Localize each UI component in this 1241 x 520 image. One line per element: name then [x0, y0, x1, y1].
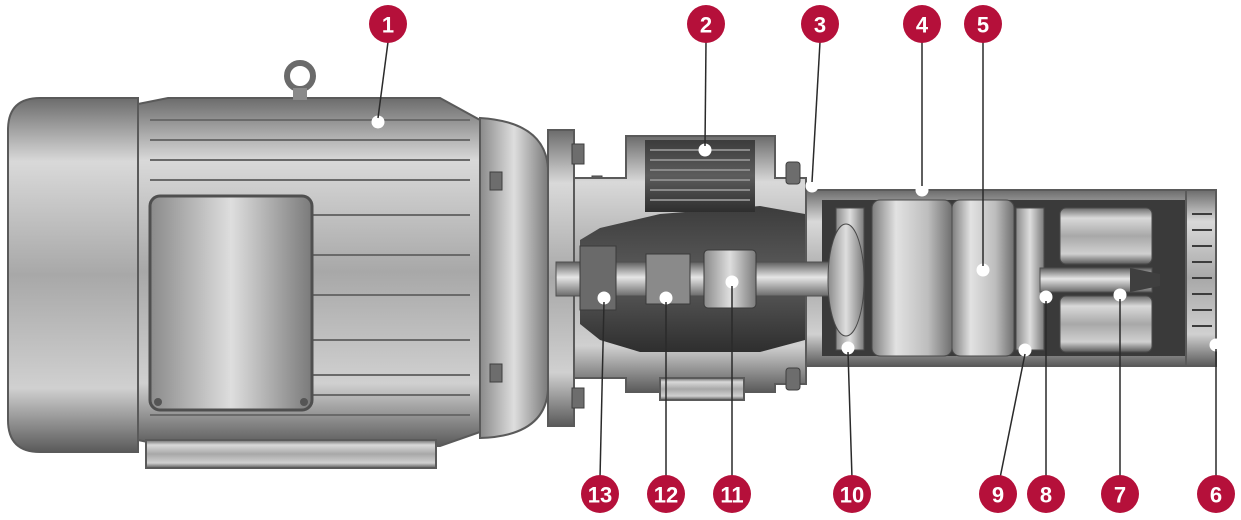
callout-13: 13: [581, 475, 619, 513]
callout-4-label: 4: [916, 13, 929, 38]
callout-3-label: 3: [814, 13, 826, 38]
callout-8: 8: [1027, 475, 1065, 513]
rotor-1: [871, 199, 953, 357]
terminal-box-screw: [300, 398, 308, 406]
motor-front-flange: [479, 116, 549, 440]
callout-6: 6: [1197, 475, 1235, 513]
idler-chamber-top: [1059, 207, 1153, 265]
callout-4: 4: [903, 5, 941, 43]
callout-11-label: 11: [720, 483, 743, 508]
shaft-tip: [1130, 268, 1160, 292]
callout-7: 7: [1101, 475, 1139, 513]
callout-12: 12: [647, 475, 685, 513]
terminal-box-screw: [154, 398, 162, 406]
thrust-disc: [827, 223, 865, 337]
right-end-disc: [1015, 207, 1045, 351]
callout-12-label: 12: [654, 483, 678, 508]
callout-3: 3: [801, 5, 839, 43]
drain-boss: [659, 377, 745, 401]
drive-shaft: [555, 223, 1160, 337]
callout-13-label: 13: [588, 483, 612, 508]
housing-bolts: [785, 161, 801, 391]
motor-fan-cover: [7, 97, 139, 453]
callout-1-label: 1: [382, 13, 394, 38]
callout-8-label: 8: [1040, 483, 1052, 508]
callout-5-label: 5: [977, 13, 989, 38]
callout-9-label: 9: [992, 483, 1004, 508]
callout-10-label: 10: [840, 483, 864, 508]
callout-6-label: 6: [1210, 483, 1222, 508]
callout-9: 9: [979, 475, 1017, 513]
callout-11: 11: [713, 475, 751, 513]
leader-connectors: [377, 41, 1217, 479]
callout-7-label: 7: [1114, 483, 1126, 508]
terminal-box: [148, 194, 314, 412]
discharge-threads: [1192, 213, 1212, 327]
motor-base-foot: [145, 439, 437, 469]
motor: [7, 60, 603, 469]
callout-2: 2: [687, 5, 725, 43]
callout-1: 1: [369, 5, 407, 43]
callout-5: 5: [964, 5, 1002, 43]
idler-chamber-bottom: [1059, 295, 1153, 353]
lifting-eye: [284, 60, 316, 100]
callout-10: 10: [833, 475, 871, 513]
callout-2-label: 2: [700, 13, 712, 38]
